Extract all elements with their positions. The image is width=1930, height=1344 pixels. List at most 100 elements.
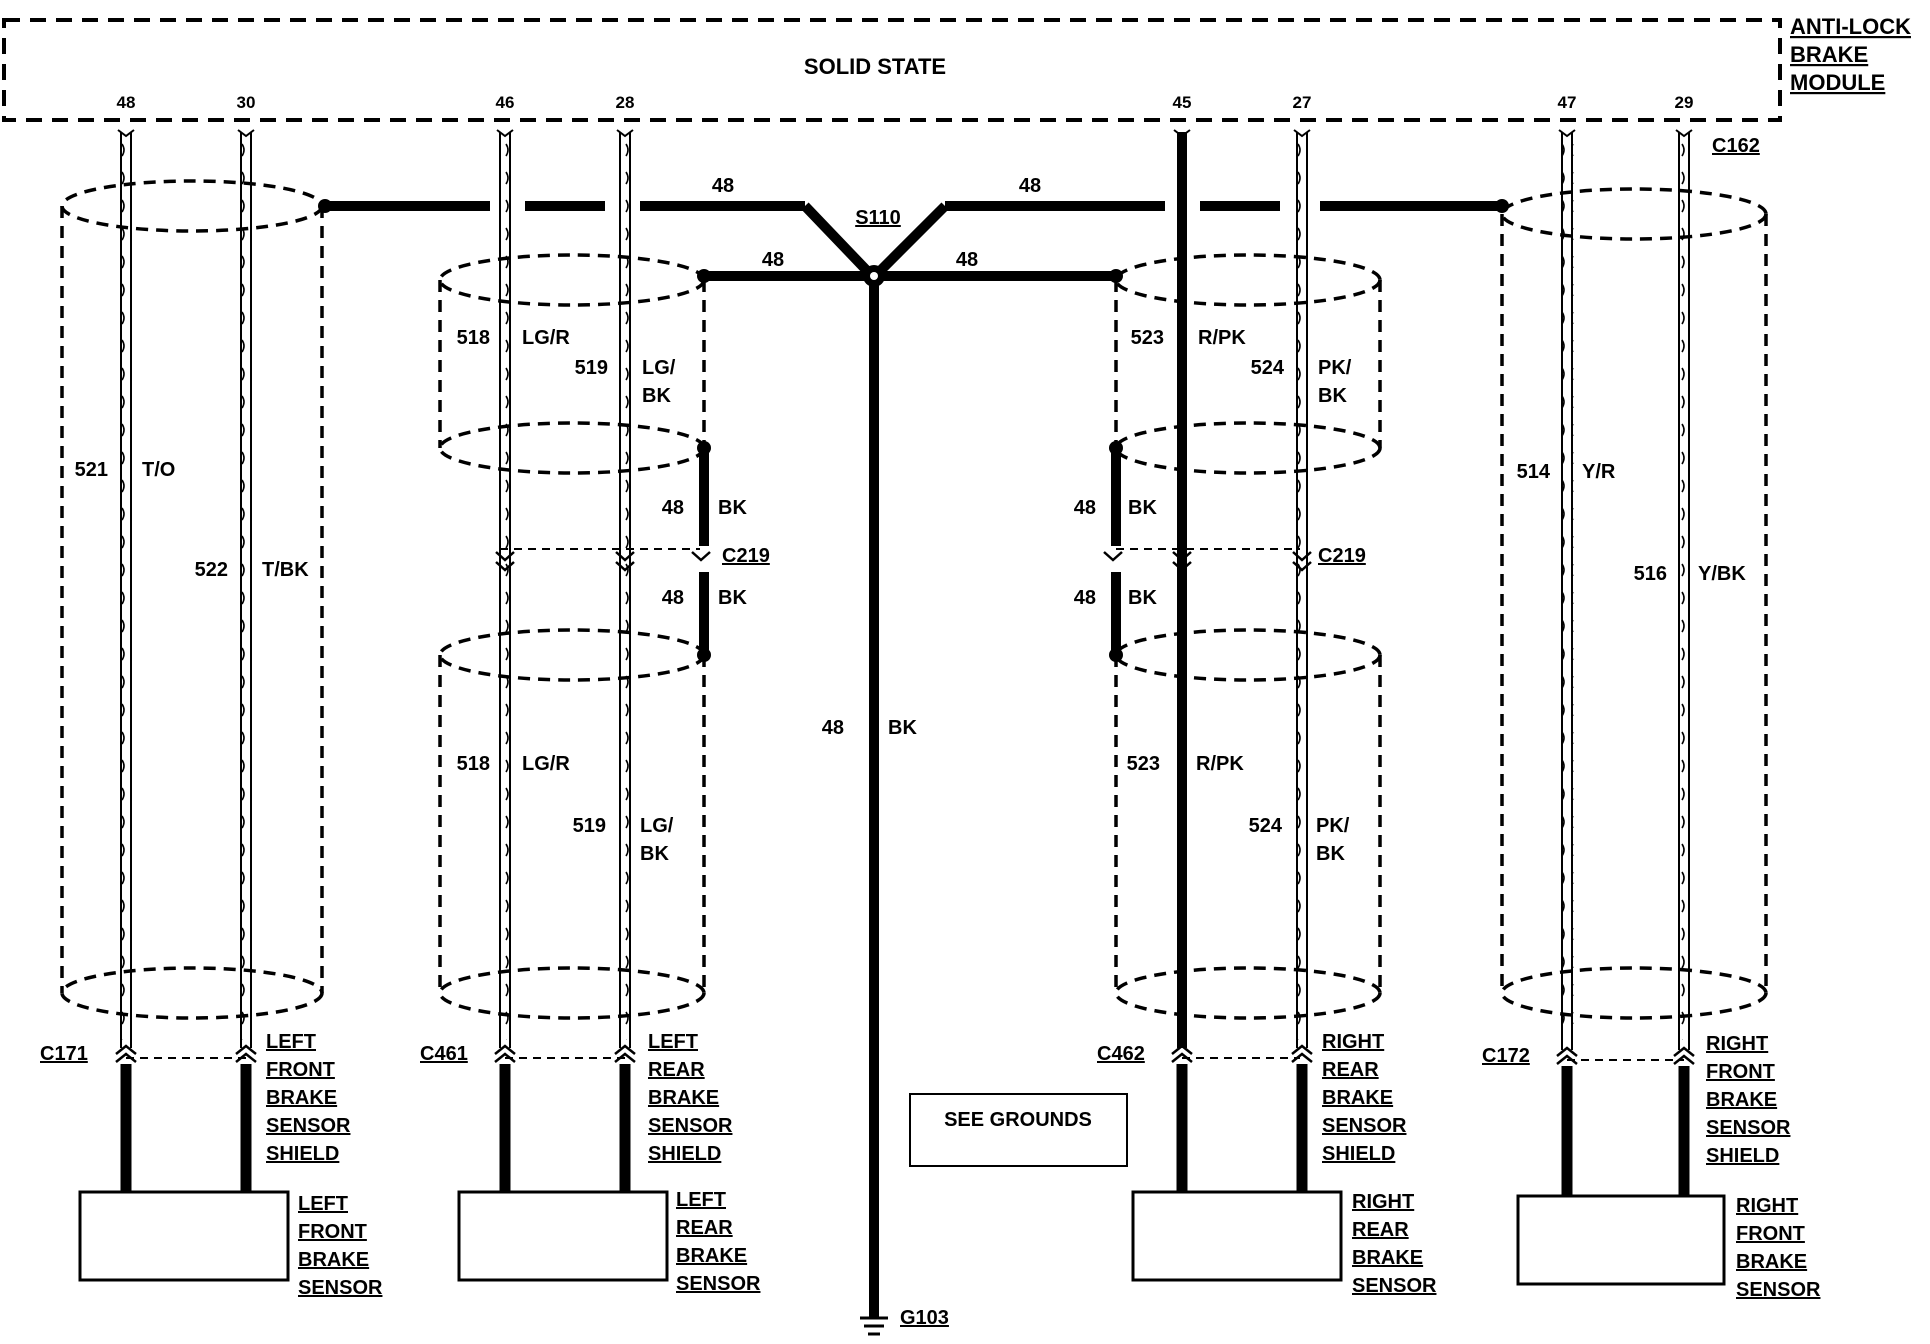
svg-text:BRAKE: BRAKE	[1352, 1247, 1423, 1269]
ground-icon	[860, 1316, 888, 1336]
sensor-box-rf	[1516, 1194, 1726, 1286]
wire-524-num: 524	[1249, 815, 1283, 837]
pin-label: 27	[1293, 93, 1312, 112]
connector-c219-right-label: C219	[1318, 545, 1366, 567]
svg-text:RIGHT: RIGHT	[1736, 1195, 1798, 1217]
svg-text:LEFT: LEFT	[648, 1031, 698, 1053]
svg-text:BRAKE: BRAKE	[1322, 1087, 1393, 1109]
svg-text:BRAKE: BRAKE	[676, 1245, 747, 1267]
connector-c171-label: C171	[40, 1043, 88, 1065]
wire-523-num: 523	[1131, 327, 1164, 349]
wire-519-color: LG/	[640, 815, 674, 837]
wire-522-color: T/BK	[262, 559, 309, 581]
drain-label: 48	[712, 175, 734, 197]
svg-text:BRAKE: BRAKE	[1736, 1251, 1807, 1273]
svg-text:FRONT: FRONT	[1706, 1061, 1775, 1083]
svg-text:SENSOR: SENSOR	[1706, 1117, 1791, 1139]
module-name-line2: BRAKE	[1790, 42, 1868, 67]
module-title: SOLID STATE	[804, 54, 946, 79]
drain-label: 48	[762, 249, 784, 271]
drain-label: 48	[956, 249, 978, 271]
svg-text:BRAKE: BRAKE	[298, 1249, 369, 1271]
drain-label: 48	[1074, 587, 1096, 609]
connector-c461-label: C461	[420, 1043, 468, 1065]
pin-label: 46	[496, 93, 515, 112]
sensor-terminals	[115, 1044, 1695, 1065]
sensor-label-lr: LEFT REAR BRAKE SENSOR	[676, 1189, 761, 1295]
wire-524-num: 524	[1251, 357, 1285, 379]
wire-521-num: 521	[75, 459, 108, 481]
wire-518-num: 518	[457, 327, 490, 349]
wire-519-color: LG/	[642, 357, 676, 379]
wire-516-color: Y/BK	[1698, 563, 1746, 585]
twist-marks	[119, 135, 1691, 1040]
drain-label: BK	[718, 497, 747, 519]
module-box	[2, 18, 1782, 122]
pin-label: 48	[117, 93, 136, 112]
splice-s110-label: S110	[855, 207, 901, 229]
wire-524-color: PK/	[1316, 815, 1350, 837]
drain-dots	[318, 199, 1509, 662]
pin-label: 29	[1675, 93, 1694, 112]
svg-text:REAR: REAR	[1322, 1059, 1379, 1081]
pin-label: 47	[1558, 93, 1577, 112]
svg-text:LEFT: LEFT	[298, 1193, 348, 1215]
svg-text:SENSOR: SENSOR	[1322, 1115, 1407, 1137]
drain-label: BK	[1128, 587, 1157, 609]
sensor-box-lf	[78, 1190, 290, 1282]
wire-519-num: 519	[573, 815, 606, 837]
ground-circuit-num: 48	[822, 717, 844, 739]
svg-text:FRONT: FRONT	[266, 1059, 335, 1081]
wire-522-num: 522	[195, 559, 228, 581]
ground-g103-label: G103	[900, 1307, 949, 1329]
signal-wires	[120, 132, 1690, 1050]
wire-514-num: 514	[1517, 461, 1551, 483]
svg-text:RIGHT: RIGHT	[1352, 1191, 1414, 1213]
svg-text:SHIELD: SHIELD	[1706, 1145, 1779, 1167]
svg-text:BRAKE: BRAKE	[648, 1087, 719, 1109]
svg-text:SENSOR: SENSOR	[648, 1115, 733, 1137]
svg-text:LEFT: LEFT	[266, 1031, 316, 1053]
svg-text:RIGHT: RIGHT	[1706, 1033, 1768, 1055]
pin-label: 45	[1173, 93, 1192, 112]
sensor-label-rr: RIGHT REAR BRAKE SENSOR	[1352, 1191, 1437, 1297]
drain-label: 48	[1074, 497, 1096, 519]
svg-text:SENSOR: SENSOR	[676, 1273, 761, 1295]
wire-519-num: 519	[575, 357, 608, 379]
svg-text:LEFT: LEFT	[676, 1189, 726, 1211]
connector-c462-label: C462	[1097, 1043, 1145, 1065]
drain-label: 48	[1019, 175, 1041, 197]
svg-text:SENSOR: SENSOR	[298, 1277, 383, 1299]
pin-terminals	[117, 129, 1693, 138]
ground-drain-wires	[325, 201, 1502, 1318]
wire-514-color: Y/R	[1582, 461, 1616, 483]
svg-text:REAR: REAR	[676, 1217, 733, 1239]
shield-label-rf: RIGHT FRONT BRAKE SENSOR SHIELD	[1706, 1033, 1791, 1167]
svg-text:FRONT: FRONT	[298, 1221, 367, 1243]
shield-cylinders	[60, 179, 1768, 1020]
pin-label: 28	[616, 93, 635, 112]
svg-text:SHIELD: SHIELD	[1322, 1143, 1395, 1165]
wire-516-num: 516	[1634, 563, 1667, 585]
sensor-label-lf: LEFT FRONT BRAKE SENSOR	[298, 1193, 383, 1299]
pin-label: 30	[237, 93, 256, 112]
see-grounds-note: SEE GROUNDS	[944, 1109, 1092, 1131]
connector-dash-lines	[126, 548, 1684, 1061]
drain-label: 48	[662, 587, 684, 609]
connector-c162-label: C162	[1712, 135, 1760, 157]
svg-text:SHIELD: SHIELD	[266, 1143, 339, 1165]
sensor-label-rf: RIGHT FRONT BRAKE SENSOR	[1736, 1195, 1821, 1301]
wire-518-num: 518	[457, 753, 490, 775]
drain-label: BK	[1128, 497, 1157, 519]
wire-524-color: BK	[1318, 385, 1347, 407]
shield-label-lf: LEFT FRONT BRAKE SENSOR SHIELD	[266, 1031, 351, 1165]
svg-text:REAR: REAR	[1352, 1219, 1409, 1241]
sensor-box-lr	[457, 1190, 669, 1282]
connector-c172-label: C172	[1482, 1045, 1530, 1067]
connector-c219-left-label: C219	[722, 545, 770, 567]
svg-text:RIGHT: RIGHT	[1322, 1031, 1384, 1053]
wire-524-color: BK	[1316, 843, 1345, 865]
ground-circuit-color: BK	[888, 717, 917, 739]
drain-label: 48	[662, 497, 684, 519]
